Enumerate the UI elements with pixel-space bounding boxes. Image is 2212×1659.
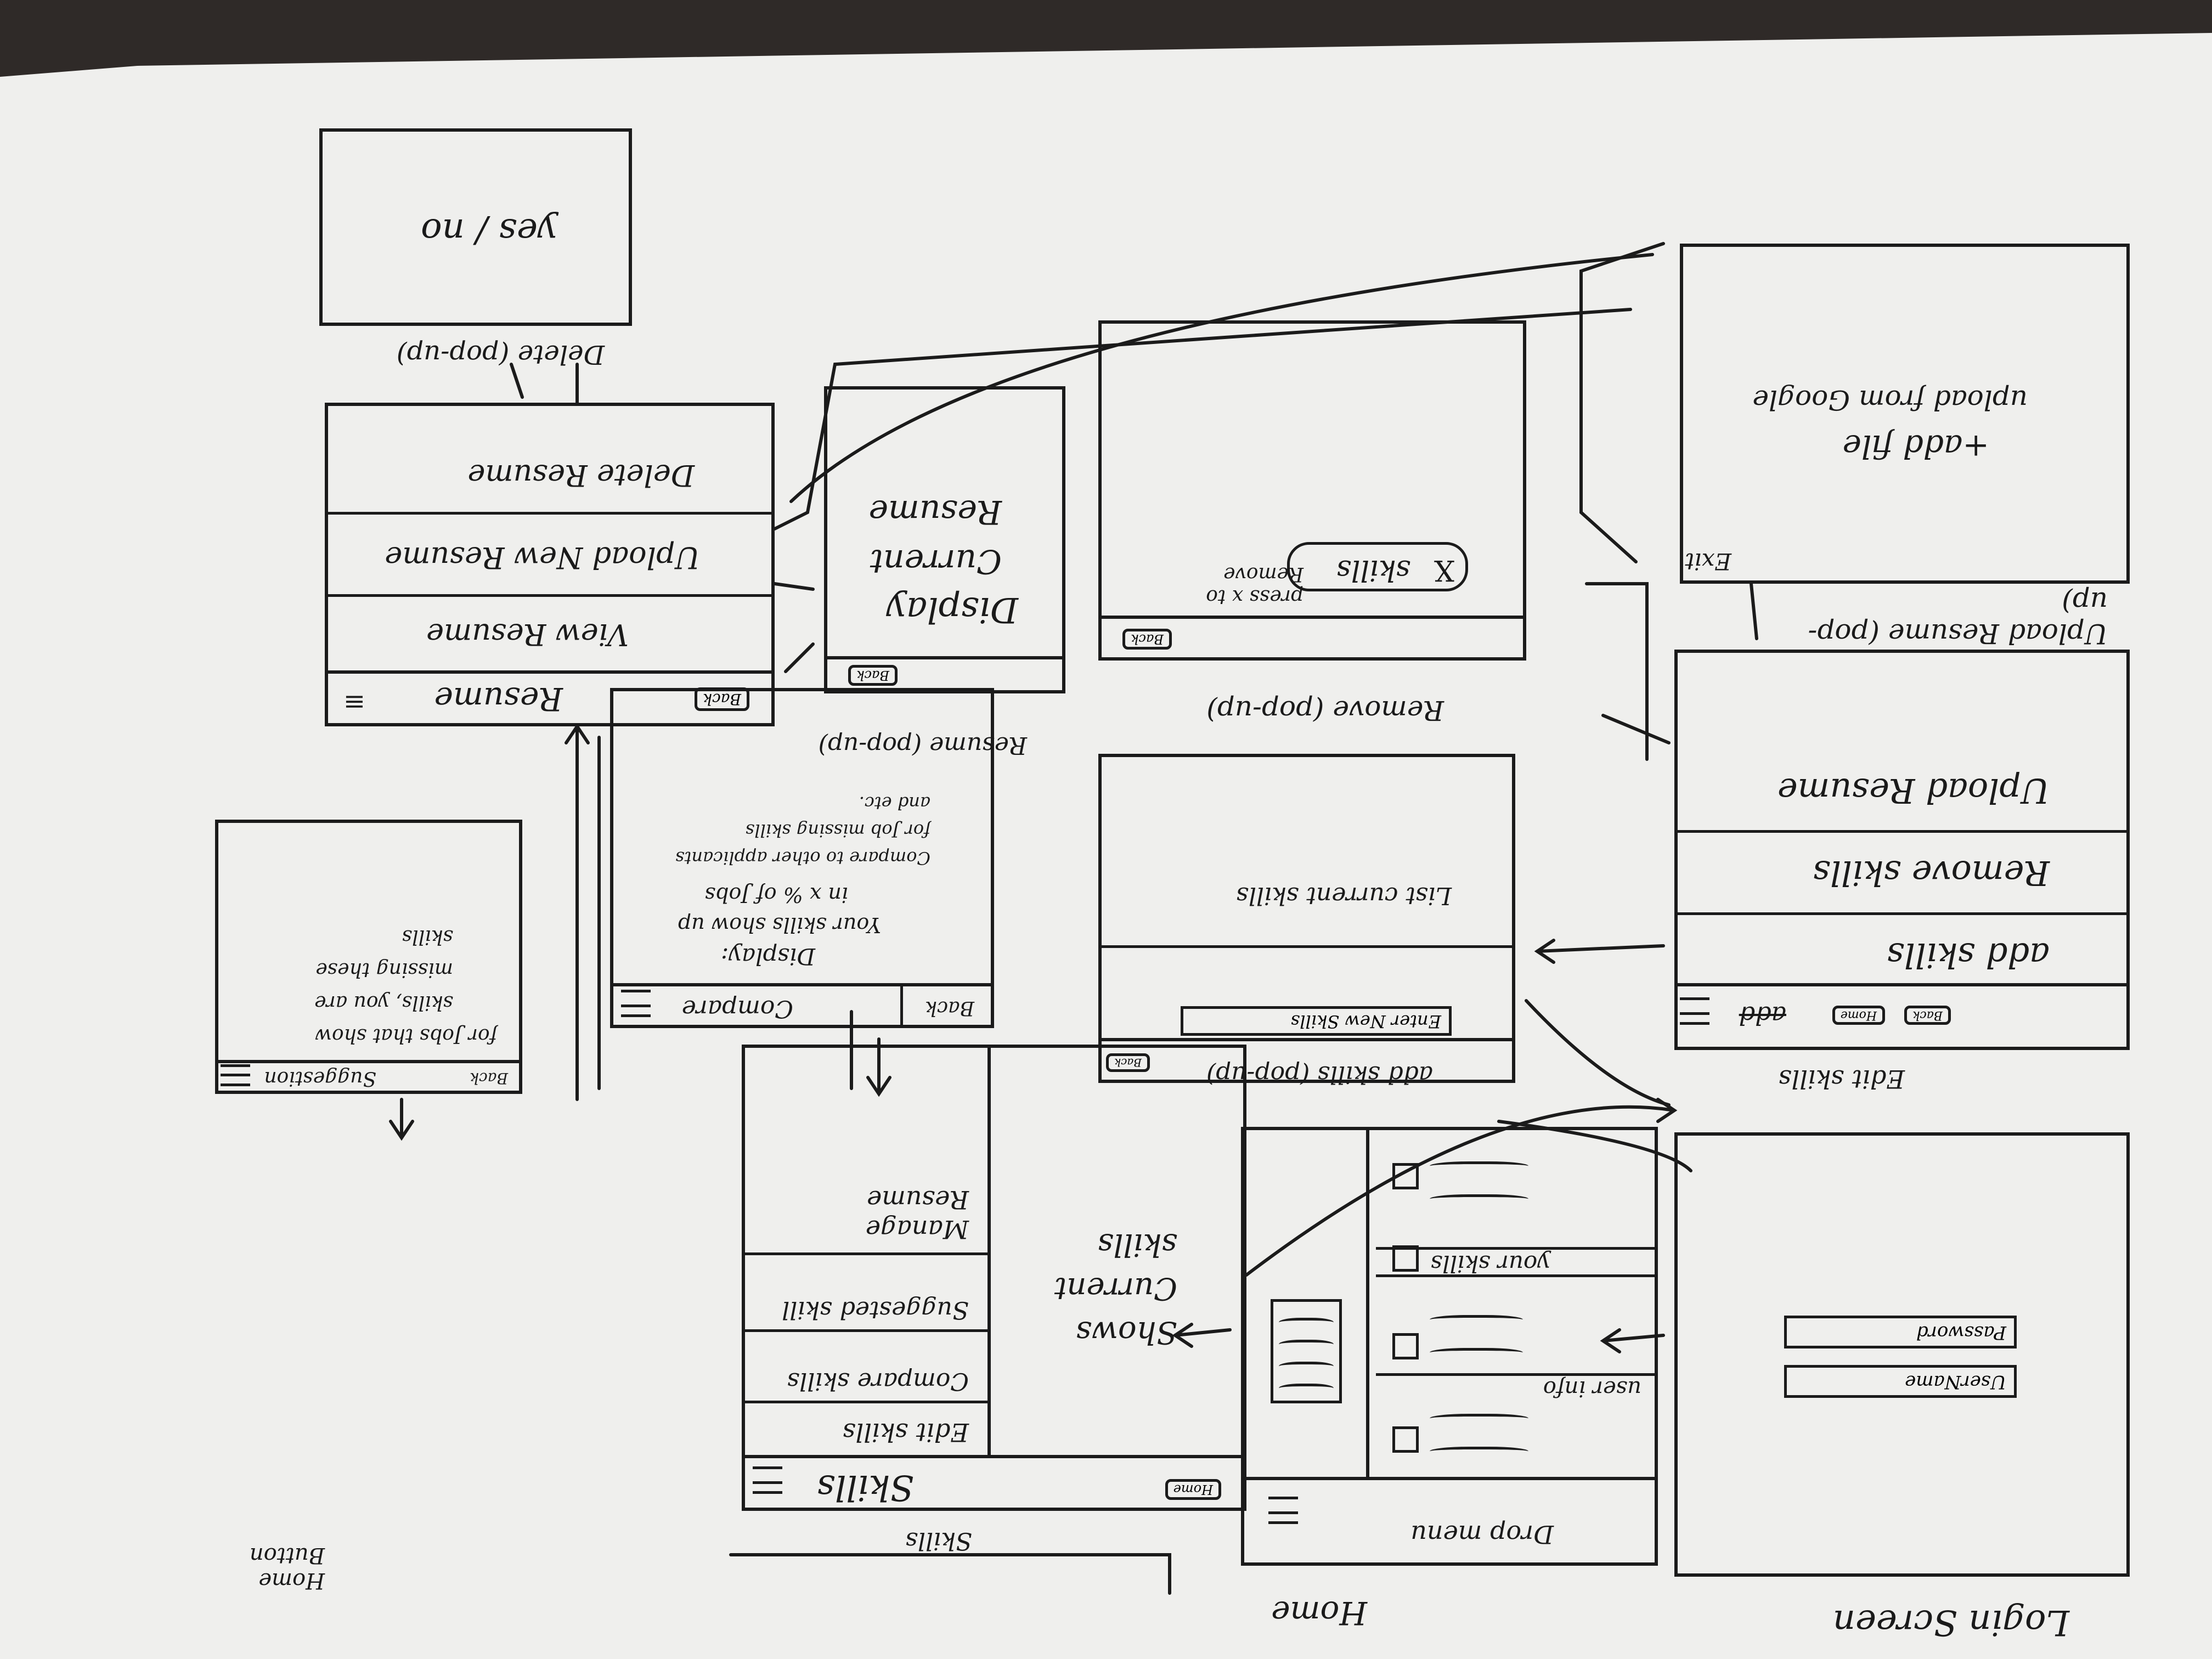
arrow-skills-to-home xyxy=(729,1553,1171,1595)
arrow-remove-to-edit xyxy=(1585,582,1649,761)
arrow-skills-to-resume xyxy=(565,723,590,1101)
arrow-edit-to-upload xyxy=(1750,582,1758,640)
arrow-home-to-skills xyxy=(1172,1323,1232,1348)
arrow-display-to-resume xyxy=(784,642,815,673)
arrow-skills-to-suggestion xyxy=(389,1098,414,1141)
arrow-edit-to-add xyxy=(1534,939,1665,964)
arrow-upload-new-to-upload-popup xyxy=(773,308,1632,531)
arrow-edit-to-home xyxy=(1497,1120,1692,1172)
arrow-edit-to-remove xyxy=(1601,714,1671,744)
arrow-skills-to-compare xyxy=(866,1037,891,1097)
arrow-delete-to-resume xyxy=(510,363,524,399)
arrow-login-to-home xyxy=(1600,1328,1665,1353)
arrow-resume-to-display xyxy=(773,582,815,591)
arrow-upload-to-delete xyxy=(1579,242,1665,563)
arrow-add-to-edit xyxy=(1525,999,1671,1107)
arrow-skills-to-edit xyxy=(1245,1098,1678,1277)
arrow-upload-popup-return xyxy=(789,253,1654,503)
